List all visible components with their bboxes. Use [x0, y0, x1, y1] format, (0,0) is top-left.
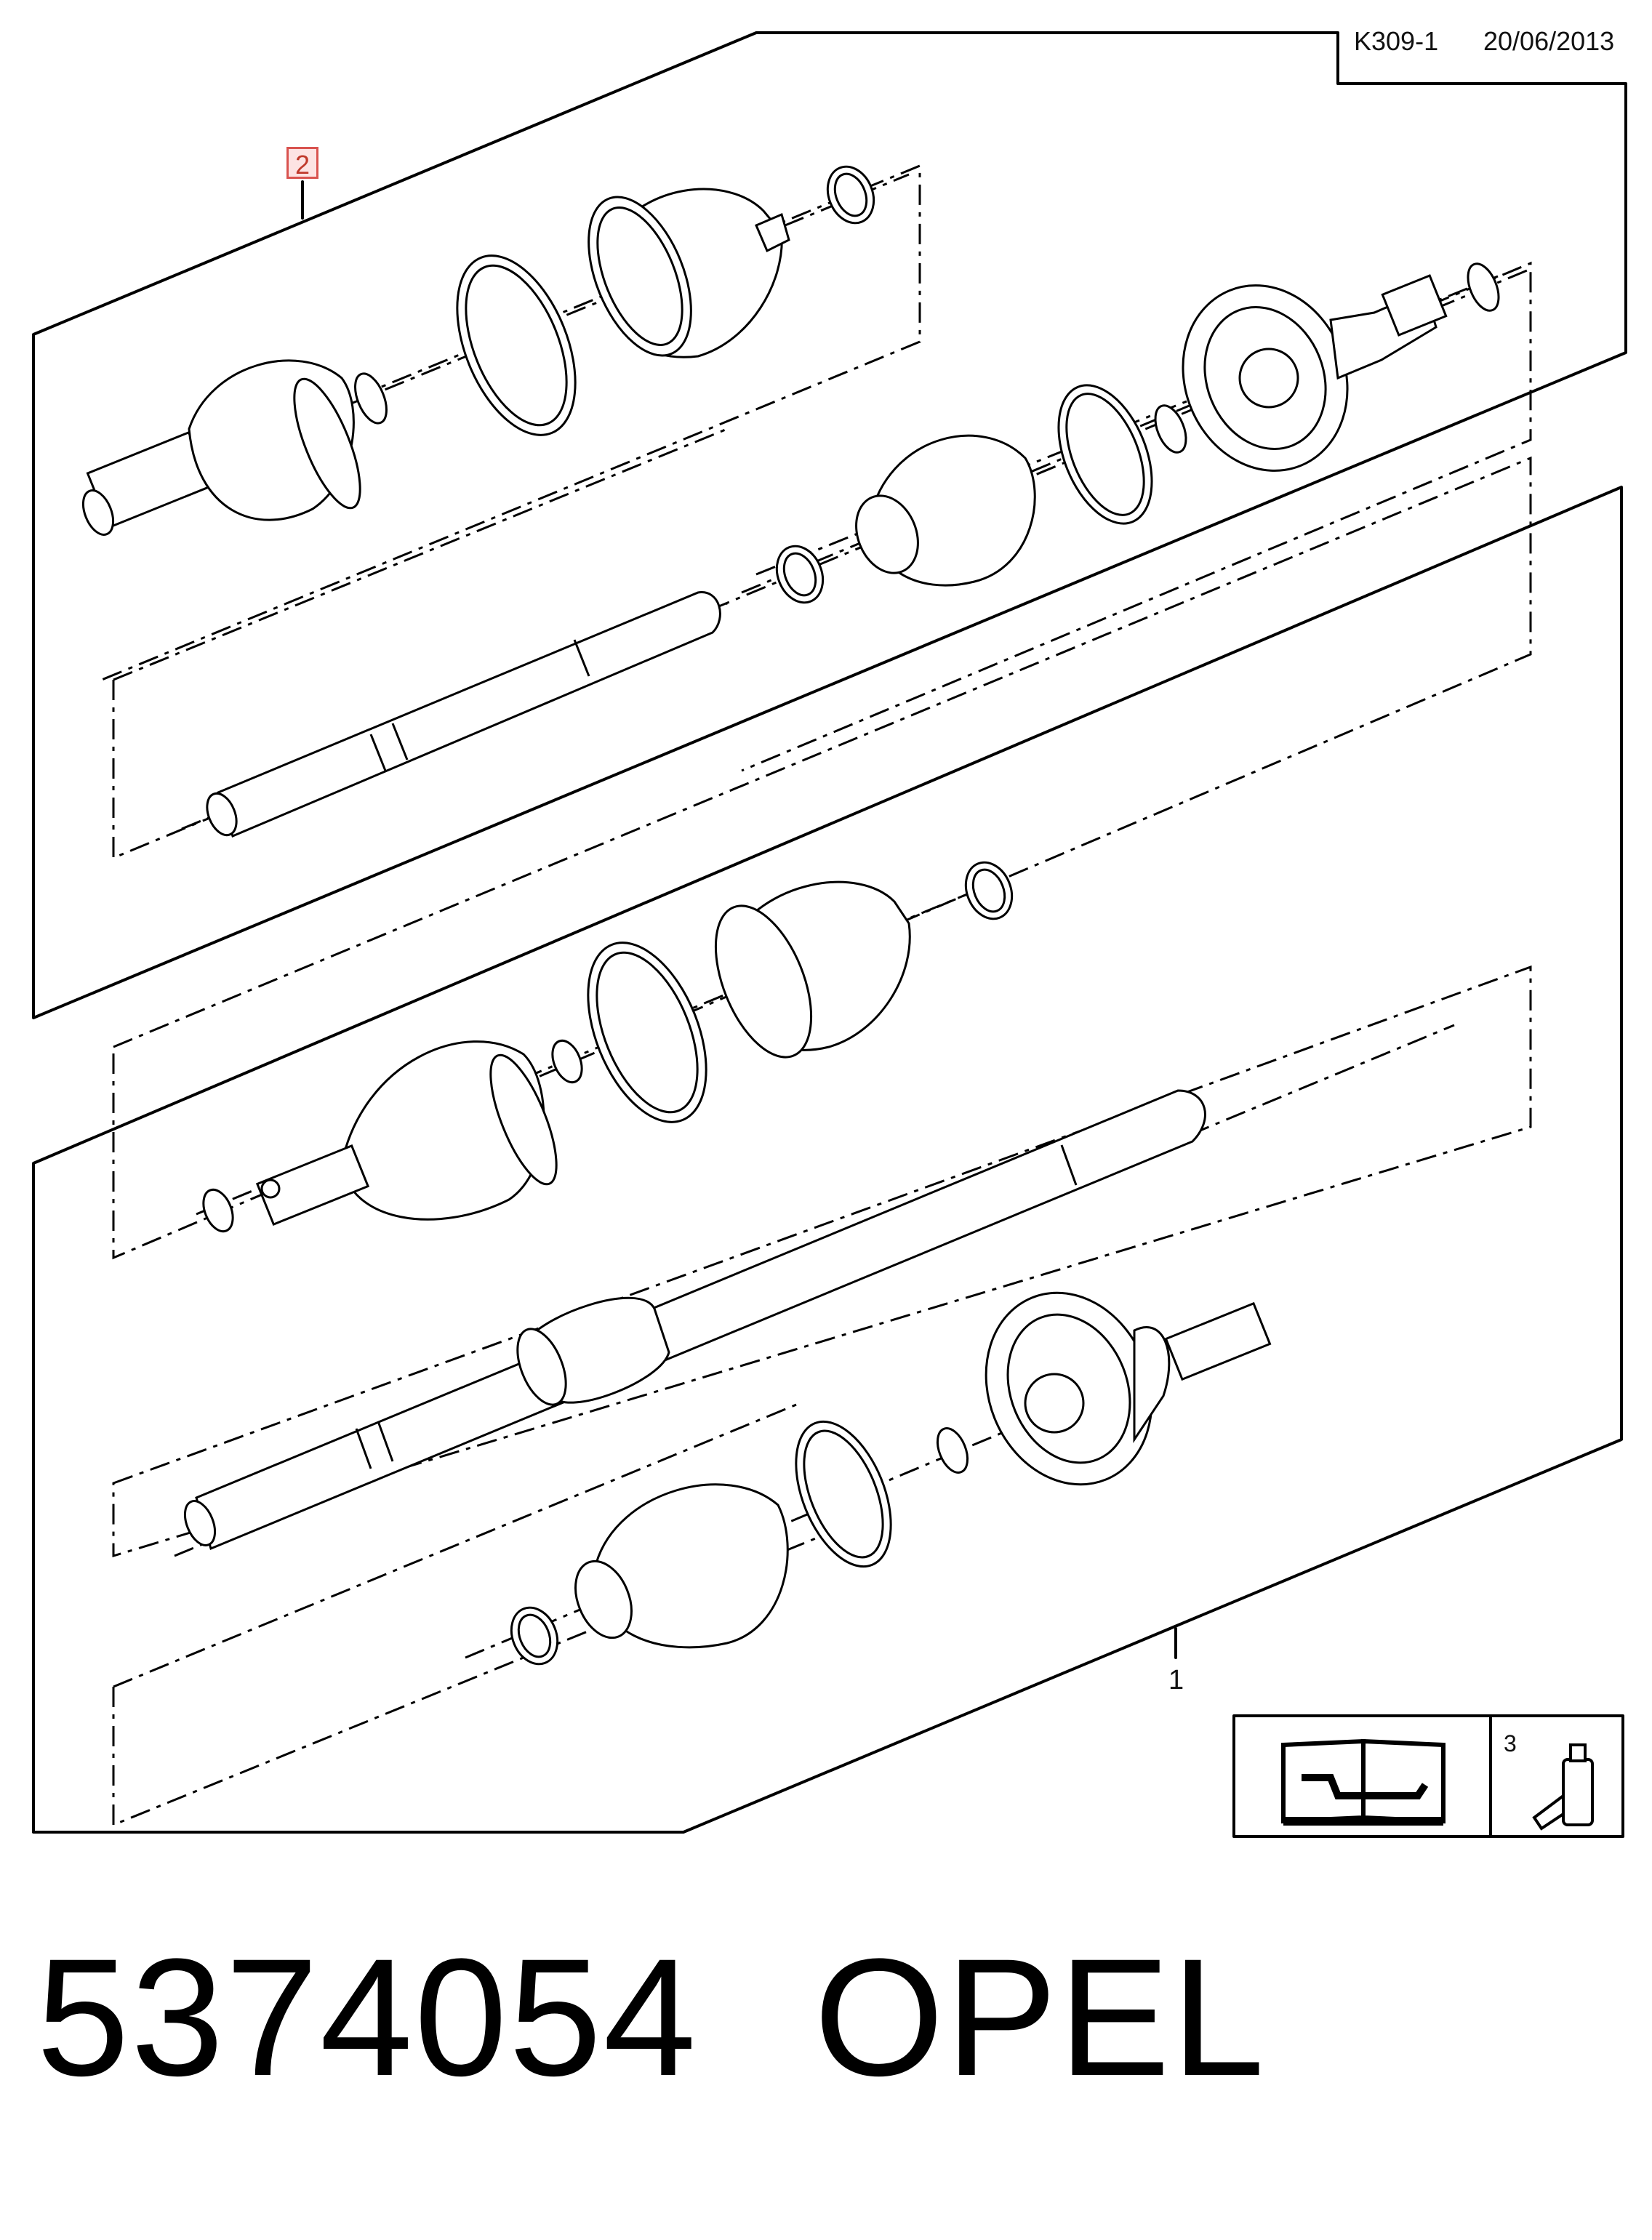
lower-clamp-small-2 — [510, 1606, 559, 1666]
lower-boot-clamp-large — [587, 942, 707, 1123]
upper-group-3-dashed — [112, 268, 1531, 860]
upper-clip-ring-right — [1154, 262, 1500, 454]
lower-group-1-dashed — [112, 456, 1532, 1260]
lower-kit-frame — [32, 486, 1623, 1834]
upper-clamp-small-2 — [775, 545, 825, 604]
lower-clip-ring-right — [936, 1427, 969, 1474]
upper-clip-ring — [354, 372, 388, 425]
lower-boot-upper — [714, 880, 911, 1059]
upper-inner-boot — [855, 434, 1036, 587]
lower-outer-cv-joint — [985, 1291, 1272, 1486]
lower-shaft — [183, 1089, 1206, 1551]
upper-boot-clamp-mid — [1057, 384, 1153, 525]
upper-kit-frame — [32, 31, 1627, 1019]
upper-boot — [588, 188, 790, 358]
service-icon-box — [1232, 1714, 1624, 1838]
lower-boot-clamp-mid — [795, 1420, 892, 1568]
upper-boot-clamp-small — [826, 165, 875, 225]
grease-tube-icon — [1532, 1743, 1594, 1831]
callout-3-label: 3 — [1504, 1730, 1517, 1757]
reference-date: 20/06/2013 — [1483, 26, 1615, 56]
reference-code: K309-1 — [1354, 26, 1439, 56]
lower-boot-lower — [574, 1483, 789, 1649]
upper-boot-clamp-large — [456, 254, 577, 436]
upper-outer-cv-joint — [81, 359, 361, 536]
lower-group-3-dashed — [112, 1402, 881, 1827]
part-number: 5374054 — [36, 1924, 698, 2111]
callout-1-label: 1 — [1168, 1665, 1184, 1695]
lower-group-2-dashed — [112, 965, 1532, 1558]
lower-clip-ring-left — [202, 1039, 583, 1233]
lower-inner-joint — [255, 1040, 558, 1226]
callout-2-label: 2 — [286, 147, 318, 180]
open-book-wrench-icon — [1281, 1738, 1446, 1826]
axis-line-lower-b — [174, 1024, 1455, 1557]
upper-shaft — [206, 591, 721, 838]
lower-boot-clamp-small — [964, 861, 1014, 920]
brand-name: OPEL — [814, 1924, 1267, 2111]
upper-group-2-dashed — [741, 261, 1532, 772]
upper-inner-tripod-joint — [1182, 274, 1448, 472]
